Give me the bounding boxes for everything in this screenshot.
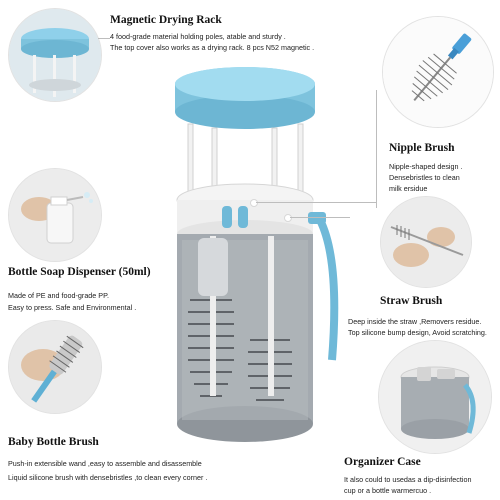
straw-brush-desc-2: Top silicone bump design, Avoid scratchi… (348, 328, 487, 337)
straw-brush-desc-1: Deep inside the straw ,Removers residue. (348, 317, 482, 326)
bottle-brush-desc-2: Liquid silicone brush with densebristles… (8, 473, 208, 482)
soap-dispenser-desc-1: Made of PE and food-grade PP. (8, 291, 109, 300)
organizer-case-photo (378, 340, 492, 454)
bottle-brush-title: Baby Bottle Brush (8, 436, 99, 448)
straw-brush-title: Straw Brush (380, 295, 443, 307)
callout-dot-nipple (250, 199, 258, 207)
nipple-brush-photo (382, 16, 494, 128)
straw-brush-photo (380, 196, 472, 288)
organizer-case-desc-2: cup or a bottle warmercuo . (344, 486, 432, 495)
nipple-brush-desc-2: Densebristles to clean (389, 173, 460, 182)
nipple-brush-desc-3: milk ersidue (389, 184, 428, 193)
soap-dispenser-desc-2: Easy to press. Safe and Environmental . (8, 303, 137, 312)
drying-rack-desc-1: 4 food-grade material holding poles, ata… (110, 32, 286, 41)
soap-dispenser-title: Bottle Soap Dispenser (50ml) (8, 266, 151, 278)
bottle-brush-photo (8, 320, 102, 414)
soap-dispenser-photo (8, 168, 102, 262)
bottle-brush-desc-1: Push-in extensible wand ,easy to assembl… (8, 459, 202, 468)
drying-rack-photo (8, 8, 102, 102)
callout-dot-straw (284, 214, 292, 222)
drying-rack-desc-2: The top cover also works as a drying rac… (110, 43, 315, 52)
product-illustration (150, 60, 350, 465)
organizer-case-title: Organizer Case (344, 456, 421, 468)
nipple-brush-title: Nipple Brush (389, 142, 455, 154)
drying-rack-title: Magnetic Drying Rack (110, 14, 222, 26)
nipple-brush-desc-1: Nipple-shaped design . (389, 162, 463, 171)
organizer-case-desc-1: It also could to usedas a dip-disinfecti… (344, 475, 472, 484)
